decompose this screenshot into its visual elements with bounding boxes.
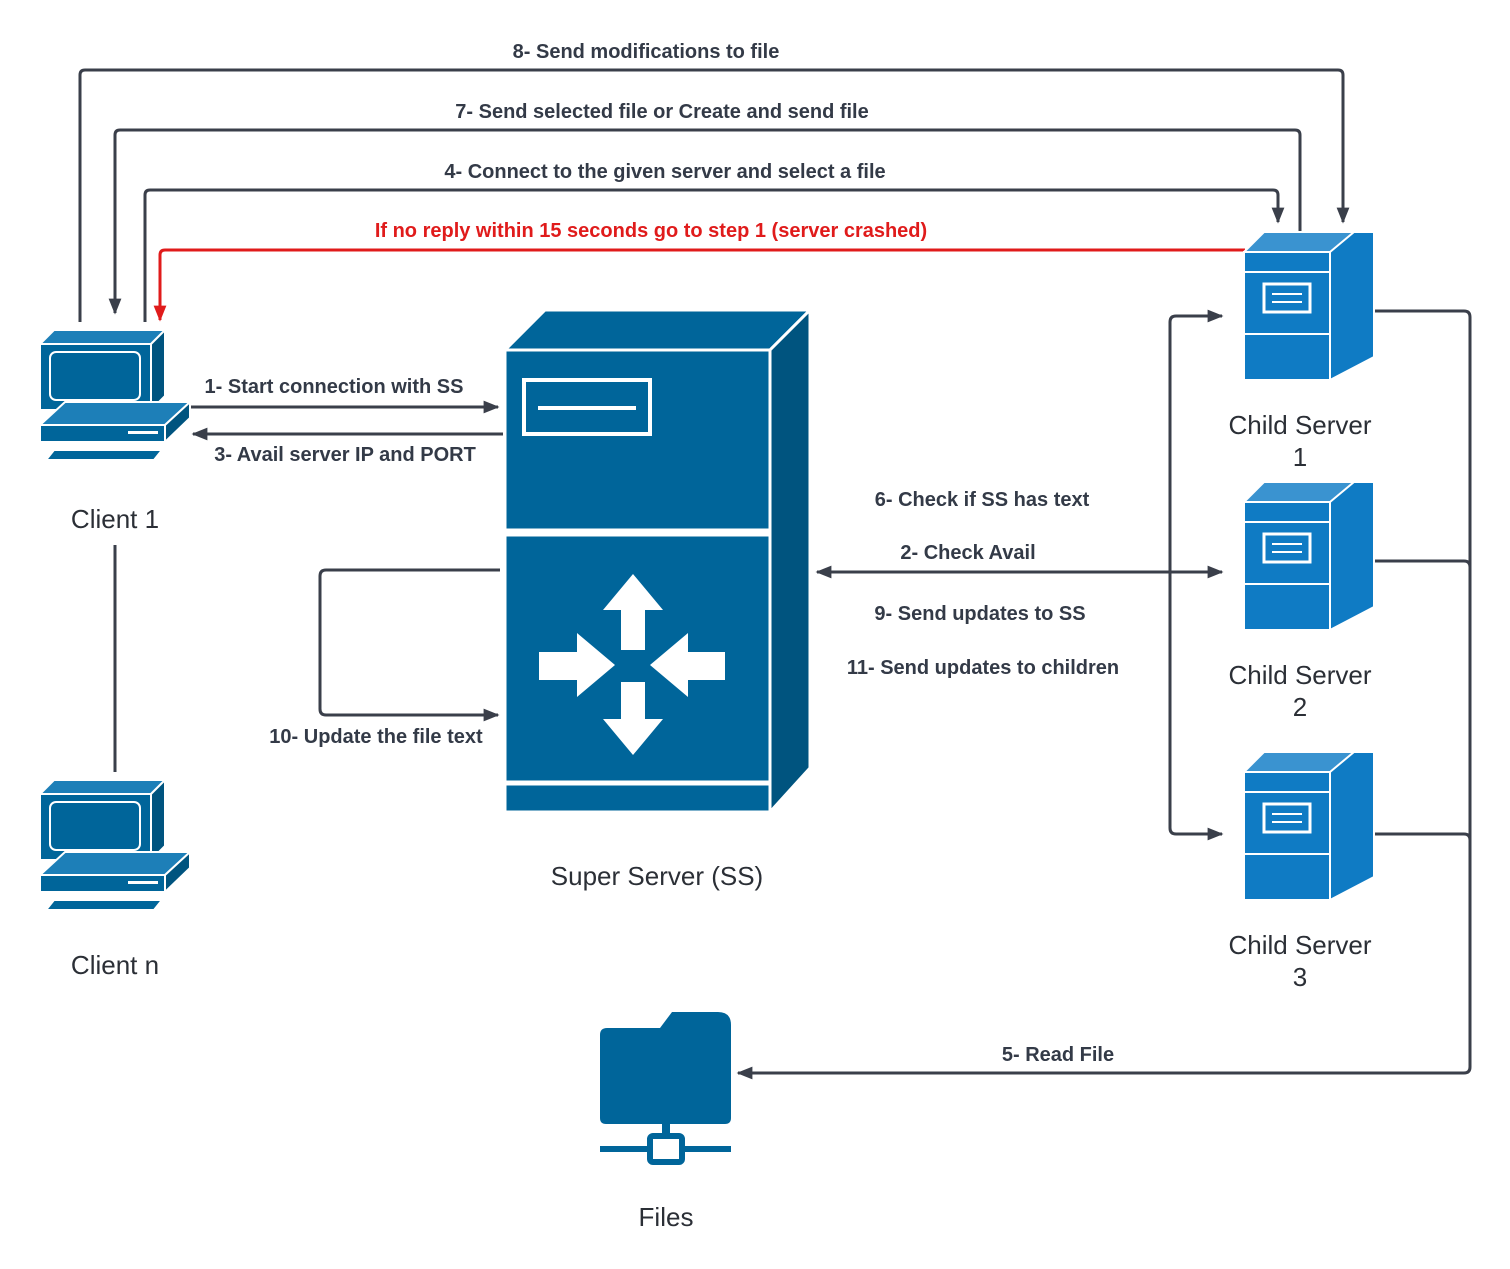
edge-bus-child-server-3 [1168, 572, 1224, 841]
edge-bus-child-servers [1168, 309, 1224, 572]
label-step-5: 5- Read File [1002, 1044, 1114, 1066]
desktop-computer-icon [39, 329, 191, 461]
node-label-child-server-3-index: 3 [1293, 962, 1307, 992]
label-step-7: 7- Send selected file or Create and send… [455, 101, 868, 123]
edge-child1-files-trunk [736, 309, 1472, 1080]
server-tower-icon [1242, 480, 1376, 632]
edge-update-file-text [318, 568, 500, 722]
edge-child3-files [1375, 832, 1472, 841]
node-label-child-server-1: Child Server [1228, 410, 1371, 440]
edge-send-selected-file [108, 128, 1302, 315]
server-router-icon [501, 306, 814, 816]
edge-child2-files [1375, 559, 1472, 568]
node-label-child-server-2: Child Server [1228, 660, 1371, 690]
network-folder-icon [600, 1012, 731, 1165]
label-step-9: 9- Send updates to SS [874, 603, 1085, 625]
label-step-3: 3- Avail server IP and PORT [214, 444, 476, 466]
edge-send-modifications [78, 68, 1350, 322]
edge-timeout-server-crashed [153, 248, 1245, 322]
label-step-1: 1- Start connection with SS [205, 376, 464, 398]
label-step-11: 11- Send updates to children [847, 657, 1119, 679]
server-tower-icon [1242, 750, 1376, 902]
node-label-client-1: Client 1 [71, 504, 159, 534]
node-label-child-server-1-index: 1 [1293, 442, 1307, 472]
edge-connect-given-server [143, 188, 1285, 322]
node-label-child-server-2-index: 2 [1293, 692, 1307, 722]
label-timeout: If no reply within 15 seconds go to step… [375, 220, 927, 242]
label-step-10: 10- Update the file text [269, 726, 483, 748]
desktop-computer-icon [39, 779, 191, 911]
node-label-child-server-3: Child Server [1228, 930, 1371, 960]
label-step-8: 8- Send modifications to file [513, 41, 780, 63]
node-label-super-server: Super Server (SS) [551, 861, 763, 891]
node-label-files: Files [639, 1202, 694, 1232]
label-step-6: 6- Check if SS has text [875, 489, 1090, 511]
node-label-client-n: Client n [71, 950, 159, 980]
server-tower-icon [1242, 230, 1376, 382]
label-step-4: 4- Connect to the given server and selec… [444, 161, 885, 183]
label-step-2: 2- Check Avail [900, 542, 1035, 564]
